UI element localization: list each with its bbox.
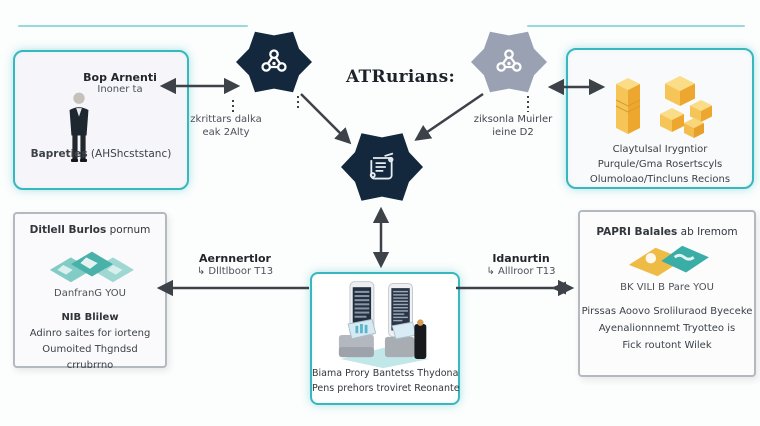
devices-caption-line: Pens prehors troviret Reonante xyxy=(312,382,460,394)
arrow-label-left: Aernnertlor ↳ Dlltlboor T13 xyxy=(196,252,274,277)
diagram-title: ATRurians: xyxy=(346,67,456,87)
advisor-caption: Bapreties (AHShcststanc) xyxy=(30,148,172,160)
left-panel-line: Adinro saites for iorteng xyxy=(29,328,151,339)
scroll-icon xyxy=(369,152,394,180)
storage-caption-line: Claytulsal Irygntior xyxy=(612,144,708,155)
process-node-center xyxy=(341,133,423,201)
cards-icon xyxy=(628,245,709,277)
teal-divider-left xyxy=(18,25,248,27)
cubes-icon xyxy=(615,76,712,138)
ingest-node-right xyxy=(471,31,547,93)
storage-box: Claytulsal Irygntior Purqule/Gma Roserts… xyxy=(566,48,754,189)
devices-caption-line: Biama Prory Bantetss Thydona xyxy=(312,368,459,379)
person-icon xyxy=(69,92,89,162)
teal-divider-right xyxy=(527,25,745,27)
right-panel-line: Fick routont Wilek xyxy=(622,340,712,351)
storage-caption-line: Olumoloao/Tincluns Recions xyxy=(589,174,731,185)
storage-caption-line: Purqule/Gma Rosertscyls xyxy=(597,159,723,170)
advisor-subtitle: Inoner ta xyxy=(97,84,143,95)
left-panel-box: Ditlell Burlos pornum DanfranG YOU NIB B… xyxy=(13,212,167,371)
arrow-label-right: Idanurtin ↳ Alllroor T13 xyxy=(486,252,556,277)
right-panel-title: PAPRI Balales ab Iremom xyxy=(596,226,738,238)
network-nodes-icon xyxy=(261,49,287,72)
devices-box: Biama Prory Bantetss Thydona Pens prehor… xyxy=(310,272,460,405)
left-panel-line: crrubrrno xyxy=(66,360,114,371)
right-panel-line: Pirssas Aoovo Sroliluraod Byeceke xyxy=(581,306,753,317)
diamonds-icon xyxy=(49,251,134,283)
left-node-label: zkrittars dalka eak 2Alty xyxy=(190,114,262,138)
advisor-title: Bop Arnenti xyxy=(83,71,157,84)
right-panel-line: Ayenalionnnemt Tryotteo is xyxy=(598,323,736,334)
right-panel-box: PAPRI Balales ab Iremom BK VILI B Pare Y… xyxy=(578,210,756,377)
devices-icon xyxy=(338,281,430,369)
left-panel-shape-caption: DanfranG YOU xyxy=(54,288,126,299)
left-panel-title: Ditlell Burlos pornum xyxy=(29,224,151,236)
ingest-node-left xyxy=(236,31,312,93)
right-panel-shape-caption: BK VILI B Pare YOU xyxy=(620,282,714,293)
left-panel-line: Oumoited Thgndsd xyxy=(42,344,138,355)
right-node-label: ziksonla Muirler ieine D2 xyxy=(473,114,553,138)
advisor-box: Bop Arnenti Inoner ta Bapreties (AHShcst… xyxy=(13,50,189,190)
left-panel-line: NIB Blilew xyxy=(61,312,119,323)
network-nodes-icon xyxy=(496,49,522,72)
